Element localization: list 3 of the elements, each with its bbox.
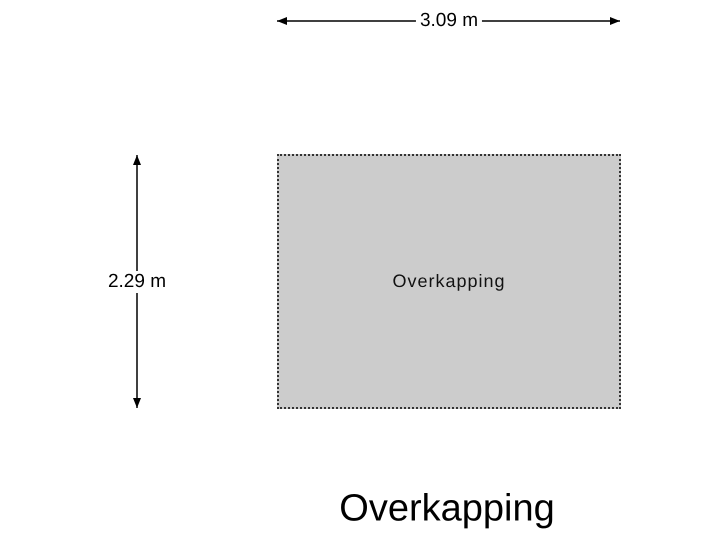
room-area <box>277 154 621 409</box>
plan-title: Overkapping <box>339 488 555 530</box>
room-label: Overkapping <box>392 271 506 292</box>
